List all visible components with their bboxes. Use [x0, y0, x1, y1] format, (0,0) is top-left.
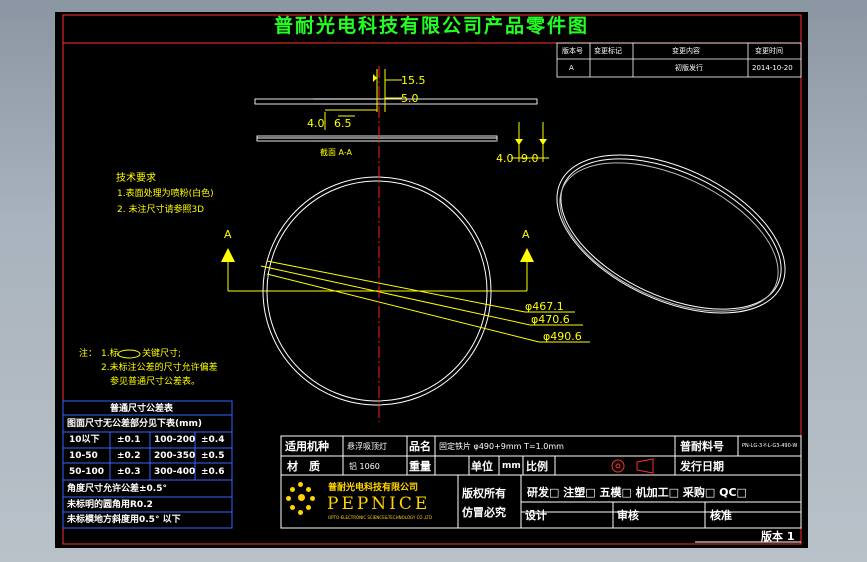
tolerance-slope: 未标模地方斜度用0.5° 以下 [67, 515, 181, 525]
tolerance-cell: 100-200 [154, 435, 196, 445]
note-line-2: 2.未标注公差的尺寸允许偏差 [101, 363, 218, 373]
strip-mark [313, 98, 381, 100]
scale-label: 比例 [526, 460, 548, 473]
dim-arrow [373, 74, 377, 82]
copyright-line-2: 仿冒必究 [462, 506, 506, 519]
tolerance-table-grid [62, 400, 233, 529]
revision-table-grid [556, 42, 802, 78]
tolerance-cell: ±0.1 [117, 435, 141, 445]
dim-4-0-section: 4.0 [496, 152, 514, 165]
top-view-strip [254, 98, 538, 142]
name-value: 固定铁片 φ490+9mm T=1.0mm [439, 442, 564, 451]
section-arrow-right [520, 248, 534, 262]
design-label: 设计 [525, 509, 547, 522]
drawing-border [62, 14, 802, 545]
strip-mark [307, 140, 497, 142]
company-name-cn: 普耐光电科技有限公司 [328, 483, 419, 493]
dim-5-0: 5.0 [401, 92, 419, 105]
dim-arrow [539, 139, 547, 145]
section-mark-left: A [224, 228, 232, 241]
note-line-1b: 关键尺寸; [142, 349, 182, 359]
tolerance-cell: 200-350 [154, 451, 196, 461]
key-dim-marker [117, 349, 141, 359]
rev-header-mark: 变更标记 [594, 47, 622, 55]
tolerance-cell: ±0.2 [117, 451, 141, 461]
machine-label: 适用机种 [285, 440, 329, 453]
approve-label: 核准 [710, 509, 732, 522]
title-block-grid [280, 435, 802, 529]
tolerance-title: 普通尺寸公差表 [110, 404, 174, 414]
tolerance-cell: ±0.5 [201, 451, 225, 461]
date-label: 发行日期 [680, 460, 724, 473]
part-value: PN-LG-3-Y-L-G3-490-W [742, 443, 798, 449]
note-line-3: 参见普通尺寸公差表。 [110, 377, 201, 387]
rev-header-content: 变更内容 [672, 47, 700, 55]
weight-label: 重量 [409, 460, 431, 473]
note-line-1a: 1.标 [101, 349, 119, 359]
dim-15-5: 15.5 [401, 74, 426, 87]
section-mark-right: A [522, 228, 530, 241]
tolerance-cell: 10-50 [69, 451, 98, 461]
drawing-title: 普耐光电科技有限公司产品零件图 [273, 15, 589, 37]
projection-symbol [615, 463, 621, 469]
drawing-sheet: 普耐光电科技有限公司产品零件图 版本号 变更标记 变更内容 变更时间 A 初版发… [55, 12, 808, 548]
rev-header-version: 版本号 [562, 47, 583, 55]
rev-content: 初版发行 [675, 64, 703, 72]
projection-symbol [636, 458, 654, 474]
isometric-ring [556, 154, 786, 314]
ring-inner [266, 180, 488, 402]
machine-value: 悬浮吸顶灯 [347, 442, 387, 451]
page-label: 版本 1 [761, 530, 795, 543]
company-name-en-small: OPTO-ELECTRONIC SCIENCE&TECHNOLOGY CO.,L… [328, 515, 433, 520]
tolerance-cell: 300-400 [154, 467, 196, 477]
dim-6-5: 6.5 [334, 117, 352, 130]
material-label: 材 质 [287, 460, 320, 473]
company-name-en: PEPNICE [327, 494, 431, 514]
tolerance-cell: 50-100 [69, 467, 105, 477]
tolerance-subtitle: 图面尺寸无公差部分见下表(mm) [67, 419, 202, 429]
diameter-470-6: φ470.6 [531, 313, 570, 326]
dim-4-0-top: 4.0 [307, 117, 325, 130]
diameter-490-6: φ490.6 [543, 330, 582, 343]
section-label: 截面 A-A [320, 148, 353, 157]
unit-value: mm [502, 461, 521, 471]
rev-header-date: 变更时间 [755, 47, 783, 55]
dimension-lines [227, 69, 549, 292]
tech-heading: 技术要求 [116, 173, 156, 184]
diameter-467-1: φ467.1 [525, 300, 564, 313]
copyright-line-1: 版权所有 [462, 487, 506, 500]
drawing-canvas [62, 14, 802, 545]
tolerance-cell: 10以下 [69, 435, 100, 445]
tolerance-radius: 未标明的圆角用R0.2 [67, 500, 153, 510]
note-prefix: 注： [79, 349, 98, 359]
rev-version: A [569, 64, 574, 72]
diameter-leaders [260, 260, 590, 343]
tolerance-cell: ±0.4 [201, 435, 225, 445]
ring-outer [262, 176, 492, 406]
tolerance-cell: ±0.6 [201, 467, 225, 477]
unit-label: 单位 [471, 460, 493, 473]
dim-arrow [515, 139, 523, 145]
tolerance-angle: 角度尺寸允许公差±0.5° [67, 484, 167, 494]
projection-symbol [611, 459, 625, 473]
review-label: 审核 [617, 509, 639, 522]
dim-9-0: 9.0 [521, 152, 539, 165]
tech-line-2: 2. 未注尺寸请参照3D [117, 205, 205, 215]
rev-date: 2014-10-20 [752, 64, 793, 72]
part-label: 普耐料号 [680, 440, 724, 453]
department-checklist: 研发□ 注塑□ 五模□ 机加工□ 采购□ QC□ [527, 486, 747, 499]
company-logo-icon [286, 482, 316, 522]
name-label: 品名 [409, 440, 431, 453]
tech-line-1: 1.表面处理为喷粉(白色) [117, 189, 214, 199]
section-arrow-left [221, 248, 235, 262]
tolerance-cell: ±0.3 [117, 467, 141, 477]
material-value: 铝 1060 [349, 462, 380, 471]
